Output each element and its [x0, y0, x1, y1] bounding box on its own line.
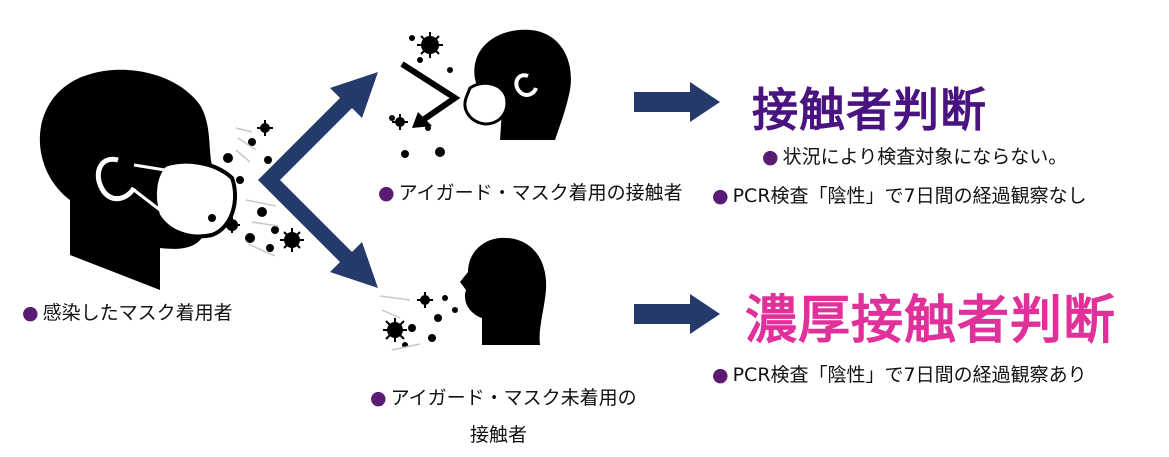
result-arrow-lower: [634, 294, 720, 334]
upper-result-note1: ●状況により検査対象にならない。: [762, 142, 1067, 169]
upper-result-note2: ●PCR検査「陰性」で7日間の経過観察なし: [712, 181, 1087, 208]
lower-contact-figure: [460, 237, 547, 345]
lower-contact-head: [460, 237, 547, 345]
lower-contact-caption-line1: ●アイガード・マスク未着用の: [370, 383, 637, 410]
branch-arrow-upper: [258, 72, 378, 190]
bullet: ●: [762, 146, 779, 168]
lower-contact-caption-line2: 接触者: [470, 424, 528, 446]
bullet: ●: [712, 364, 729, 386]
infected-person-figure: [39, 69, 238, 290]
result-arrow-upper: [634, 82, 720, 122]
lower-result-title: 濃厚接触者判断: [745, 291, 1117, 351]
infected-caption: ●感染したマスク着用者: [22, 298, 233, 325]
branch-arrow-lower: [258, 170, 378, 288]
lower-contact-caption-text1: アイガード・マスク未着用の: [390, 387, 637, 409]
infected-ear: [95, 156, 137, 202]
infected-mask: [152, 159, 238, 239]
bullet: ●: [712, 185, 729, 207]
infected-virus-spray: [208, 120, 304, 257]
upper-contact-head: [474, 29, 571, 140]
bullet: ●: [22, 302, 39, 324]
upper-contact-mask: [463, 81, 509, 126]
branch-arrows: [258, 72, 378, 288]
infected-mask-strap: [133, 163, 166, 212]
upper-contact-figure: [400, 29, 571, 140]
upper-virus-particles: [389, 32, 453, 158]
lower-result-note1-text: PCR検査「陰性」で7日間の経過観察あり: [732, 364, 1087, 386]
upper-result-note2-text: PCR検査「陰性」で7日間の経過観察なし: [732, 185, 1087, 207]
upper-result-title: 接触者判断: [752, 83, 987, 137]
lower-result-note1: ●PCR検査「陰性」で7日間の経過観察あり: [712, 360, 1087, 387]
infected-caption-text: 感染したマスク着用者: [42, 302, 233, 324]
bullet: ●: [378, 182, 395, 204]
upper-contact-caption-text: アイガード・マスク着用の接触者: [398, 182, 683, 204]
bullet: ●: [370, 387, 387, 409]
lower-virus-particles: [379, 292, 458, 351]
blocked-arrow: [400, 61, 461, 125]
upper-contact-caption: ●アイガード・マスク着用の接触者: [378, 178, 683, 205]
upper-contact-ear: [514, 73, 538, 97]
upper-result-note1-text: 状況により検査対象にならない。: [782, 146, 1068, 168]
